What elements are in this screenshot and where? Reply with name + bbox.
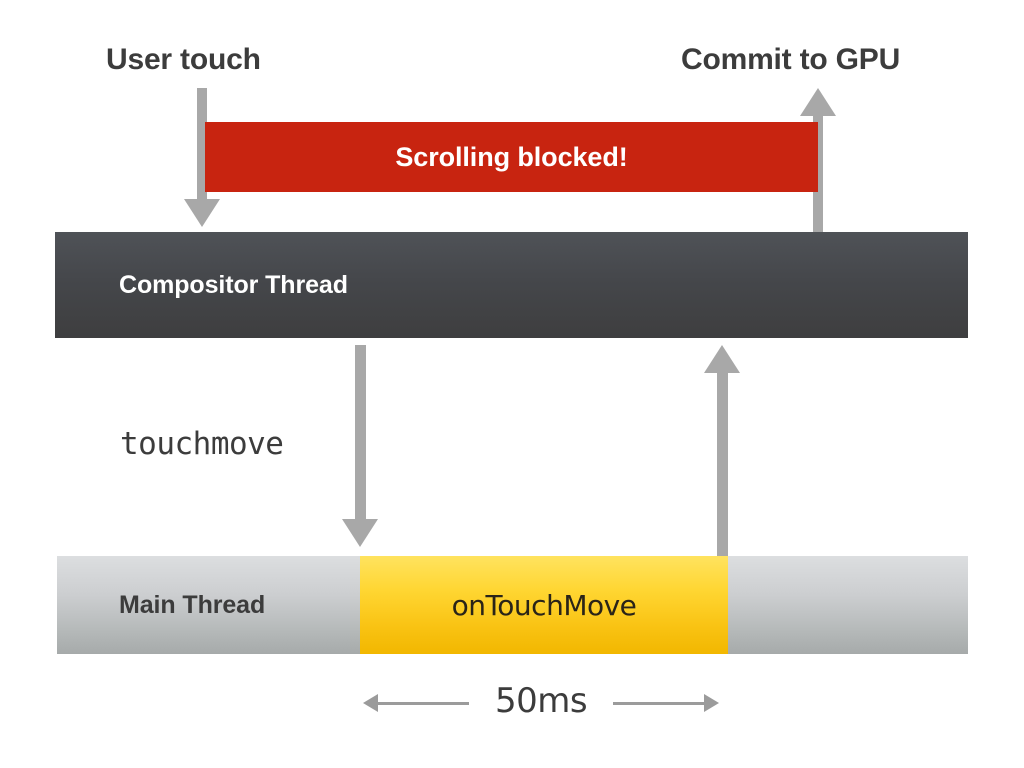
user-touch-label: User touch [106,43,261,76]
user-touch-arrow-down-icon [184,199,220,227]
duration-measure: 50ms [363,678,719,728]
touchmove-arrow-down-icon [342,519,378,547]
handler-return-arrow-shaft [717,372,728,556]
on-touch-move-label: onTouchMove [451,588,637,622]
duration-text-wrapper: 50ms [363,678,719,724]
duration-label: 50ms [480,681,602,721]
handler-return-arrow-up-icon [704,345,740,373]
touchmove-arrow-shaft [355,345,366,521]
touchmove-event-label: touchmove [120,426,284,462]
scrolling-blocked-bar: Scrolling blocked! [205,122,818,192]
measure-arrow-left-icon [363,694,378,712]
commit-to-gpu-arrow-shaft [813,116,823,232]
compositor-thread-label: Compositor Thread [119,270,348,299]
main-thread-lane: Main Thread onTouchMove [57,556,968,654]
scrolling-blocked-label: Scrolling blocked! [395,141,628,172]
user-touch-arrow-shaft [197,88,207,201]
measure-line-right [613,702,705,705]
main-thread-label: Main Thread [119,590,266,619]
commit-to-gpu-label: Commit to GPU [681,43,901,76]
measure-line-left [377,702,469,705]
compositor-thread-lane: Compositor Thread [55,232,968,338]
on-touch-move-block: onTouchMove [360,556,728,654]
measure-arrow-right-icon [704,694,719,712]
commit-to-gpu-arrow-up-icon [800,88,836,116]
